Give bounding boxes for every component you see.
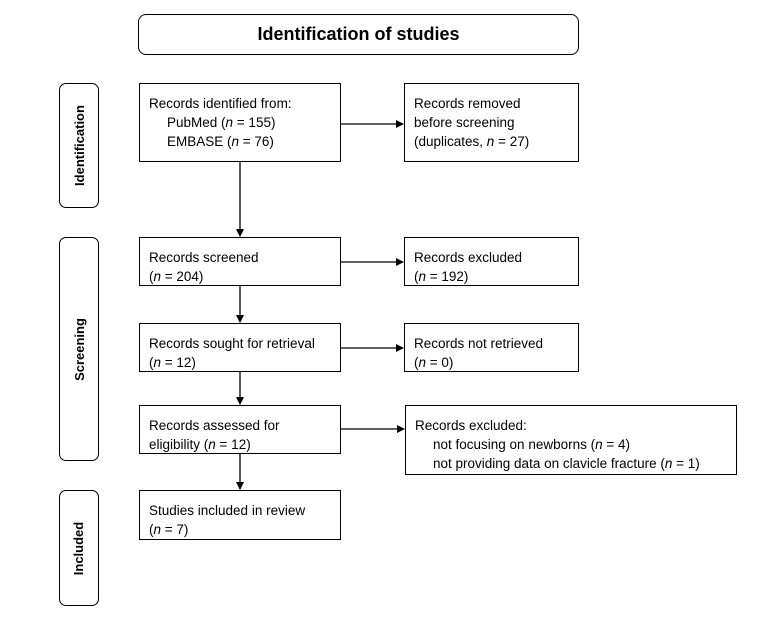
records-identified-box: Records identified from: PubMed (n = 155… <box>139 83 341 162</box>
records-excluded-count: (n = 192) <box>414 269 469 284</box>
records-removed-line3: (duplicates, n = 27) <box>414 134 530 149</box>
records-identified-heading: Records identified from: <box>149 96 292 111</box>
studies-included-box: Studies included in review (n = 7) <box>139 490 341 540</box>
records-removed-line2: before screening <box>414 115 515 130</box>
records-not-retrieved-count: (n = 0) <box>414 355 454 370</box>
phase-identification: Identification <box>59 83 99 208</box>
studies-included-count: (n = 7) <box>149 522 189 537</box>
records-excluded-reasons-box: Records excluded: not focusing on newbor… <box>405 405 737 475</box>
records-identified-embase: EMBASE (n = 76) <box>167 134 274 149</box>
records-not-retrieved-box: Records not retrieved (n = 0) <box>404 323 579 372</box>
records-identified-pubmed: PubMed (n = 155) <box>167 115 276 130</box>
records-excluded-box: Records excluded (n = 192) <box>404 237 579 286</box>
records-eligibility-box: Records assessed for eligibility (n = 12… <box>139 405 341 454</box>
exclusion-reason-newborns: not focusing on newborns (n = 4) <box>433 437 631 452</box>
records-eligibility-line1: Records assessed for <box>149 418 280 433</box>
records-retrieval-heading: Records sought for retrieval <box>149 336 315 351</box>
records-retrieval-count: (n = 12) <box>149 355 196 370</box>
diagram-title-text: Identification of studies <box>257 24 460 44</box>
records-not-retrieved-heading: Records not retrieved <box>414 336 544 351</box>
phase-included-label: Included <box>71 521 87 575</box>
studies-included-heading: Studies included in review <box>149 503 306 518</box>
phase-included: Included <box>59 490 99 606</box>
diagram-title: Identification of studies <box>138 14 579 55</box>
records-eligibility-line2: eligibility (n = 12) <box>149 437 251 452</box>
records-excluded-heading: Records excluded <box>414 250 523 265</box>
records-screened-heading: Records screened <box>149 250 259 265</box>
records-retrieval-box: Records sought for retrieval (n = 12) <box>139 323 341 372</box>
records-removed-box: Records removed before screening (duplic… <box>404 83 579 162</box>
records-screened-count: (n = 204) <box>149 269 204 284</box>
records-removed-line1: Records removed <box>414 96 521 111</box>
records-excluded-reasons-heading: Records excluded: <box>415 418 527 433</box>
exclusion-reason-clavicle: not providing data on clavicle fracture … <box>433 456 700 471</box>
records-screened-box: Records screened (n = 204) <box>139 237 341 286</box>
phase-identification-label: Identification <box>71 105 87 186</box>
phase-screening: Screening <box>59 237 99 461</box>
phase-screening-label: Screening <box>71 317 87 381</box>
